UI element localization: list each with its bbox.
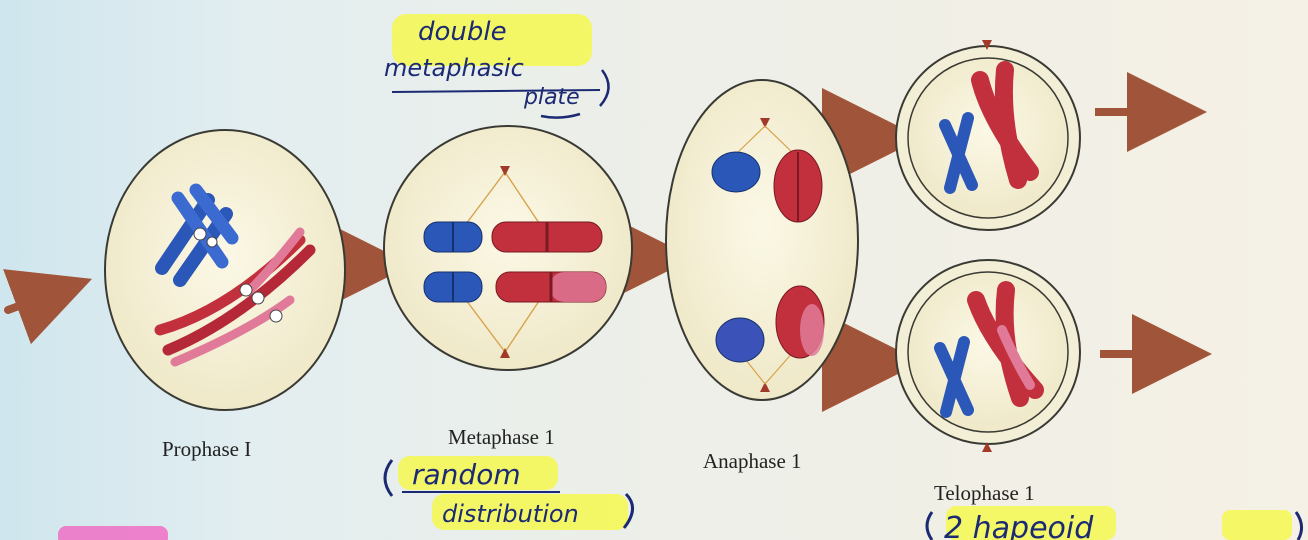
note-random-line2: distribution [442, 500, 579, 528]
note-double-line3: plate [523, 85, 580, 110]
label-prophase: Prophase I [162, 437, 251, 461]
anaphase-blue-top [712, 152, 760, 192]
note-haploid: 2 hapeoid [927, 506, 1302, 540]
anaphase-membrane [666, 80, 858, 400]
label-metaphase: Metaphase 1 [448, 425, 555, 449]
arrow-into-prophase [8, 290, 62, 310]
label-anaphase: Anaphase 1 [703, 449, 802, 473]
note-haploid-text: 2 hapeoid [944, 511, 1094, 540]
note-double-line1: double [418, 17, 507, 47]
telophase-cell-top [896, 40, 1080, 230]
note-double-line2: metaphasic [384, 54, 524, 82]
prophase-membrane [105, 130, 345, 410]
highlight-haploid-tail [1222, 510, 1292, 540]
anaphase-cell [666, 80, 858, 400]
telophase-cell-bottom [896, 260, 1080, 452]
prophase-cell [105, 130, 345, 410]
note-random-line1: random [412, 458, 521, 491]
note-random-distribution: random distribution [385, 456, 633, 530]
metaphase-cell [384, 126, 632, 370]
label-telophase: Telophase 1 [934, 481, 1035, 505]
note-double-metaphasic-plate: double metaphasic plate [384, 14, 609, 118]
pink-highlight-mark [58, 526, 168, 540]
anaphase-blue-bottom [716, 318, 764, 362]
